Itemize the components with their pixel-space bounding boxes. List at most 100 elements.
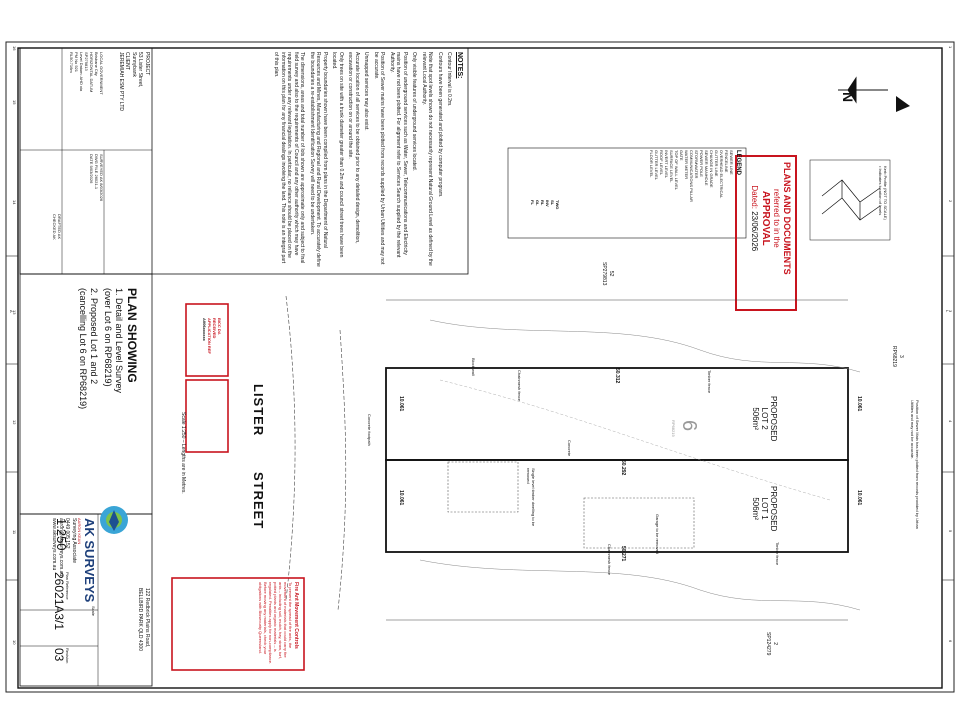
dwg-label: DWG FILE (94, 154, 99, 174)
sewer-note: Position of Sewer Main has been plotted … (910, 400, 920, 529)
kerb-sub: • Indicates location of levels (878, 166, 883, 216)
fire-ant-text: To prevent the spread of fire ants, the … (258, 582, 293, 665)
neighbour-top: 3 RP68219 (891, 346, 905, 367)
note-8: Accurate location of all services to be … (347, 52, 361, 244)
note-11: The dimensions, areas and total number o… (273, 52, 306, 264)
legend: LEGEND SEWER LINE FENCELINE OVERHEAD ELE… (649, 150, 742, 202)
neighbour-top-lot: 3 (898, 355, 904, 358)
note-4: Only visible features of underground ser… (411, 52, 418, 171)
client-label: CLIENT (124, 52, 131, 70)
legend-item: STORMWATER (694, 150, 699, 179)
concrete-label: Concrete (567, 440, 572, 457)
garage-note: Garage to be removed (655, 514, 660, 555)
legend-code: GL (535, 200, 540, 206)
scale-note: Scale 1:250 – Lengths are in Metres. (180, 412, 186, 494)
grid-number: 14 (12, 200, 17, 205)
frontage-1: 10.061 (398, 396, 404, 412)
bicc-line-1: BICC DA (217, 318, 222, 335)
legend-code: INV (545, 200, 550, 207)
bicc-line-2: RECEIVED (212, 318, 217, 339)
grid-number: 16 (12, 46, 17, 51)
lot2-label: PROPOSED LOT 2 506m² (751, 396, 778, 441)
timber-fence-label-2: Timber fence (707, 370, 712, 394)
chainmesh-fence-label-2: Chainmesh fence (517, 370, 522, 402)
fire-ant-box: Fire Ant Movement Controls To prevent th… (258, 582, 299, 666)
note-3: Note that spot levels shown do not neces… (421, 52, 434, 266)
approval-stamp: PLANS AND DOCUMENTS referred to in the A… (749, 162, 792, 275)
surveyed-label: SURVEYED (99, 154, 104, 176)
title-block-checks: DRAFTED AK CHECKED AK (52, 214, 62, 240)
neighbour-left-rp: SP279813 (601, 262, 608, 286)
neighbour-right-lot: 2 (772, 642, 778, 646)
drafted-label: DRAFTED (57, 214, 62, 233)
rl-value: RL50.716m (69, 52, 74, 73)
lga-label: LOCAL GOVERNMENT (99, 52, 104, 95)
lot2-area: 506m² (751, 407, 760, 431)
note-6: Position of Sewer mains have been plotte… (373, 52, 386, 265)
plan-showing-block: PLAN SHOWING 1. Detail and Level Survey … (77, 288, 140, 409)
scale-box: Scale (91, 518, 96, 616)
grid-number: 1 (948, 46, 953, 49)
note-10: Property boundaries shown have been comp… (309, 52, 328, 267)
legend-item: OVERHEAD ELECTRICAL (719, 150, 724, 199)
revision: Revision 03 (52, 648, 70, 663)
title-block-meta: SURVEYED AK 8/03/2026 DWG FILE 26021-1 D… (89, 154, 104, 201)
stamp-dated-label: Dated: (750, 185, 759, 209)
legend-code: RL (540, 200, 545, 206)
dimension-1: 50.312 (614, 368, 620, 384)
address-line-2: BELLBIRD PARK QLD 4300 (137, 588, 144, 651)
company-role: Surveying Associate (71, 518, 77, 564)
address-line-1: 122 Redbrick Plains Road, (144, 588, 150, 648)
frontage-2: 10.061 (398, 490, 404, 506)
grid-number: 12 (12, 420, 17, 425)
client-name: JEREMIAH ESM PTY LTD (118, 52, 124, 111)
legend-code: TWG (555, 200, 560, 210)
block-wall-label: Block wall (471, 358, 476, 376)
neighbour-right: 2 SP124279 (765, 632, 779, 655)
note-7: Unmapped services may also exist. (363, 52, 370, 131)
legend-item: INVERT LEVEL (664, 150, 669, 179)
legend-code: FL (530, 200, 535, 205)
dwg-value: 26021-1 (94, 174, 99, 190)
title-block-left: PROJECT 53 Lister Street, Sunnybank CLIE… (118, 52, 150, 111)
date-value: 9/03/2026 (89, 165, 94, 184)
fire-ant-title: Fire Ant Movement Controls (293, 582, 299, 649)
lot-number: 6 (678, 420, 700, 432)
footpath-label: Concrete footpath (367, 414, 372, 446)
legend-item: TOP OF WALL LEVEL (674, 150, 679, 191)
stamp-line-1: PLANS AND DOCUMENTS (782, 162, 792, 275)
legend-codes: TWG SL INV RL GL FL (530, 200, 560, 209)
street-name-2: STREET (251, 472, 266, 530)
grid-number: 2 (948, 200, 953, 203)
lot2-label-1: PROPOSED (769, 396, 778, 442)
sheet-info: 1:250 (52, 518, 70, 551)
legend-item: FENCELINE (724, 150, 729, 173)
surveyed-value: AK 8/03/2026 (99, 176, 104, 202)
legend-item: FLOOR LEVEL (649, 150, 654, 178)
kerb-title: Kerb Profile (NOT TO SCALE) (883, 166, 888, 220)
street-name-1: LISTER (251, 384, 266, 437)
grid-number: 5 (948, 530, 953, 533)
lot1-label-2: LOT 1 (760, 497, 769, 520)
plan-showing-line-4: (cancelling Lot 6 on RP68219) (78, 288, 88, 410)
note-1: Contour Interval is 0.2m. (446, 52, 453, 107)
dimension-2: 50.292 (620, 460, 626, 476)
grid-letter: L (945, 310, 950, 313)
rear-2: 10.061 (856, 490, 862, 506)
plan-ref: Plan Reference 26021A3/1 (52, 572, 70, 630)
note-9: Only trees on site with a trunk diameter… (331, 52, 345, 258)
legend-item: GUTTER LEVEL (654, 150, 659, 181)
grid-number: 11 (12, 530, 17, 535)
plan-showing-line-3: 2. Proposed Lot 1 and 2 (89, 288, 99, 385)
timber-fence-label: Timber fence (775, 542, 780, 566)
stamp-line-3: APPROVAL (760, 190, 771, 246)
date-label: DATE (89, 154, 94, 165)
legend-heading: LEGEND (735, 150, 741, 176)
legend-item: COMMUNICATIONS PILLAR (689, 150, 694, 202)
level-datum: Level Datum: AHD via (79, 52, 84, 92)
project-address: 53 Lister Street, (137, 52, 144, 88)
lot-rp: RP68219 (671, 420, 676, 437)
company-address: 122 Redbrick Plains Road, BELLBIRD PARK … (137, 588, 151, 651)
